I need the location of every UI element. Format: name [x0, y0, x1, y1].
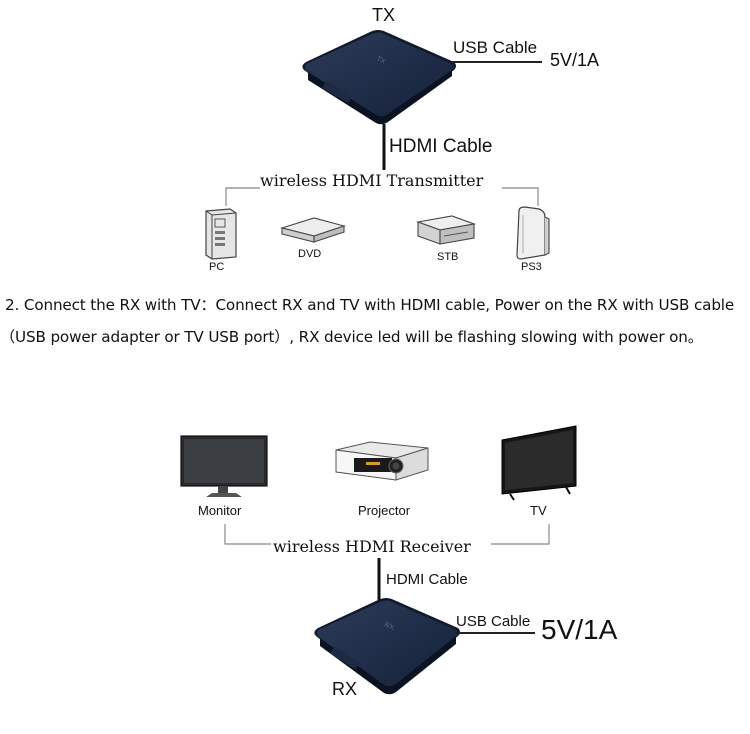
- display-label-projector: Projector: [358, 503, 411, 518]
- instruction-line-1: 2. Connect the RX with TV：Connect RX and…: [5, 296, 735, 314]
- rx-device-label: RX: [332, 679, 358, 699]
- tx-usb-cable-line: [452, 61, 542, 63]
- tx-box-logo: TX: [375, 55, 386, 65]
- source-label-stb: STB: [437, 251, 459, 263]
- source-label-ps3: PS3: [521, 261, 542, 273]
- source-label-dvd: DVD: [298, 248, 322, 260]
- dvd-icon: [279, 217, 346, 243]
- rx-power-label: 5V/1A: [541, 614, 618, 645]
- tx-group-bracket: [225, 187, 539, 206]
- rx-box-logo: RX: [383, 621, 395, 632]
- tx-hdmi-cable-label: HDMI Cable: [389, 136, 493, 157]
- tx-box-illustration: TX: [302, 30, 456, 125]
- rx-hdmi-cable-line: [377, 558, 381, 602]
- tx-device-label: TX: [372, 5, 396, 25]
- rx-usb-cable-line: [455, 632, 535, 634]
- stb-icon: [415, 215, 477, 245]
- tv-icon: [501, 425, 577, 501]
- rx-group-bracket: [224, 524, 550, 545]
- instruction-line-2: （USB power adapter or TV USB port）, RX d…: [0, 328, 703, 346]
- ps3-icon: [516, 206, 550, 260]
- projector-icon: [335, 441, 429, 481]
- rx-box-illustration: RX: [314, 598, 460, 695]
- display-label-tv: TV: [530, 503, 547, 518]
- source-label-pc: PC: [209, 261, 225, 273]
- monitor-icon: [180, 435, 268, 497]
- rx-hdmi-cable-label: HDMI Cable: [386, 571, 468, 588]
- tx-hdmi-cable-line: [382, 124, 386, 170]
- tx-power-label: 5V/1A: [550, 50, 600, 70]
- tx-usb-cable-label: USB Cable: [453, 38, 538, 57]
- pc-icon: [205, 208, 237, 260]
- rx-group-label: wireless HDMI Receiver: [273, 537, 471, 556]
- display-label-monitor: Monitor: [198, 503, 242, 518]
- rx-usb-cable-label: USB Cable: [456, 613, 531, 630]
- tx-group-label: wireless HDMI Transmitter: [260, 171, 484, 190]
